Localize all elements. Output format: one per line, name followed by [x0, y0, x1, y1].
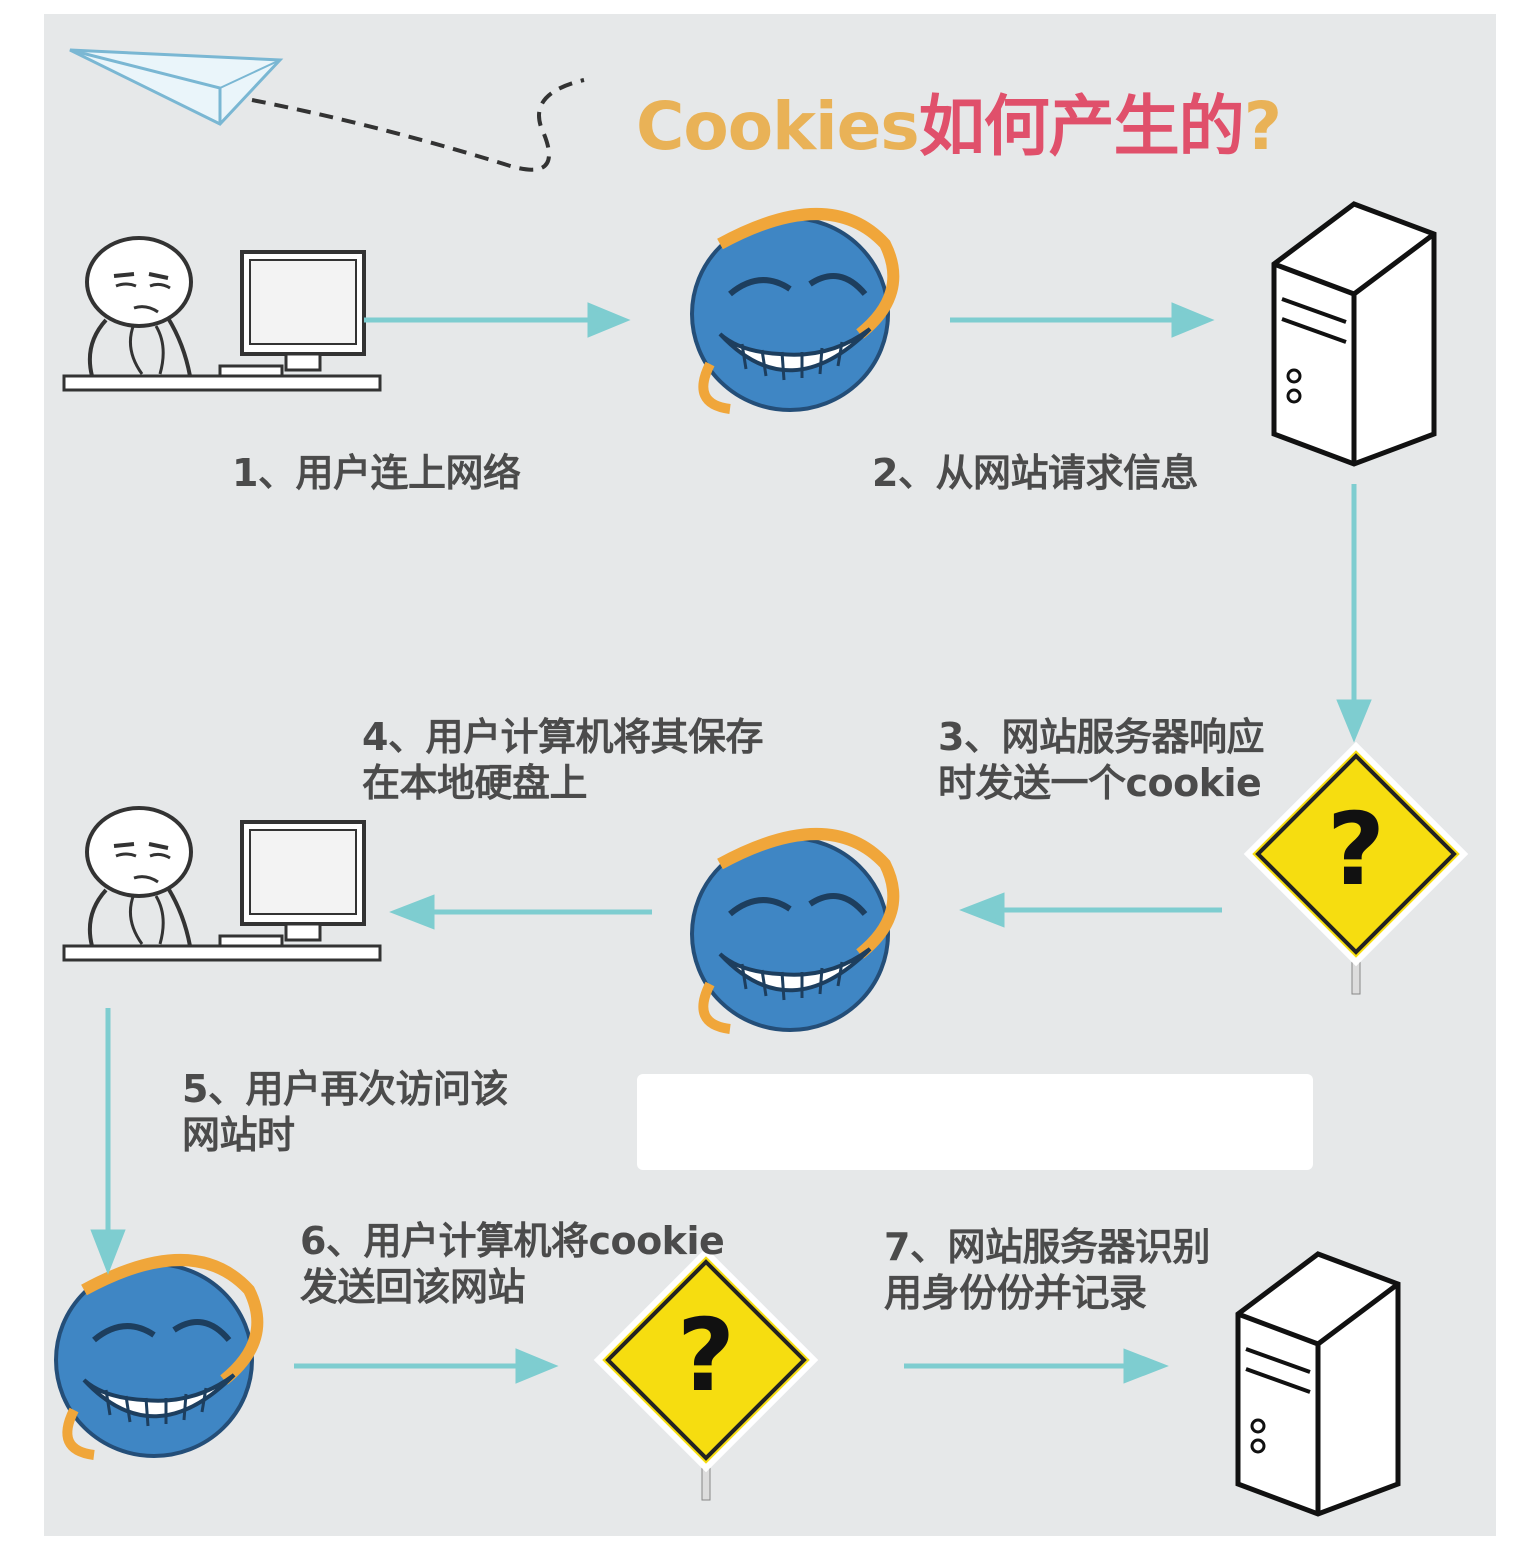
question-sign-icon [1248, 746, 1464, 994]
step-7-line-2: 用身份份并记录 [884, 1271, 1147, 1315]
step-4-line-1: 4、用户计算机将其保存 [362, 715, 763, 759]
title-cookies: Cookies [636, 88, 920, 165]
page-title: Cookies如何产生的? [636, 82, 1396, 172]
server-icon [1274, 204, 1434, 464]
step-7-label: 7、网站服务器识别 用身份份并记录 [884, 1224, 1210, 1316]
user-at-computer-icon [62, 236, 382, 392]
browser-troll-icon [692, 834, 893, 1030]
diagram-panel: ? [44, 14, 1496, 1536]
step-6-line-1: 6、用户计算机将cookie [300, 1219, 725, 1263]
redaction-box [637, 1074, 1313, 1170]
step-7-line-1: 7、网站服务器识别 [884, 1225, 1210, 1269]
step-5-line-2: 网站时 [182, 1113, 295, 1157]
flow-arrows [90, 302, 1372, 1384]
step-4-label: 4、用户计算机将其保存 在本地硬盘上 [362, 714, 763, 806]
step-1-line-1: 1、用户连上网络 [232, 451, 521, 495]
paper-plane-icon [69, 48, 585, 172]
step-5-label: 5、用户再次访问该 网站时 [182, 1066, 508, 1158]
step-2-line-1: 2、从网站请求信息 [872, 451, 1198, 495]
step-3-line-2: 时发送一个cookie [938, 761, 1262, 805]
browser-troll-icon [692, 214, 893, 410]
title-mark: ? [1243, 88, 1282, 165]
user-at-computer-icon [62, 806, 382, 962]
step-6-label: 6、用户计算机将cookie 发送回该网站 [300, 1218, 725, 1310]
browser-troll-icon [56, 1260, 257, 1456]
step-5-line-1: 5、用户再次访问该 [182, 1067, 508, 1111]
step-4-line-2: 在本地硬盘上 [362, 761, 588, 805]
step-2-label: 2、从网站请求信息 [872, 450, 1198, 496]
step-3-label: 3、网站服务器响应 时发送一个cookie [938, 714, 1264, 806]
flow-diagram: ? [44, 48, 1496, 1536]
title-question: 如何产生的 [918, 88, 1245, 165]
step-3-line-1: 3、网站服务器响应 [938, 715, 1264, 759]
step-1-label: 1、用户连上网络 [232, 450, 521, 496]
server-icon [1238, 1254, 1398, 1514]
step-6-line-2: 发送回该网站 [300, 1265, 526, 1309]
